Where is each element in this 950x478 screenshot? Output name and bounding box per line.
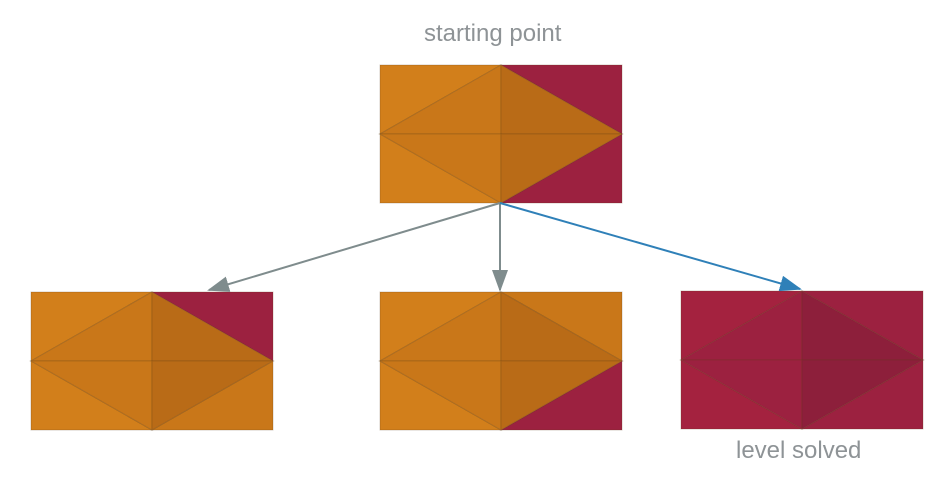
tile-option-middle <box>378 291 624 431</box>
level-solved-caption: level solved <box>736 437 862 464</box>
arrow-to-level-solved <box>499 202 802 292</box>
tile-start <box>378 64 624 204</box>
tile-triangle <box>500 360 624 431</box>
arrow-to-option-left <box>207 202 501 292</box>
tile-option-left <box>29 291 275 431</box>
starting-point-caption: starting point <box>424 20 562 47</box>
tile-triangle <box>500 133 624 204</box>
tile-triangle <box>151 360 275 431</box>
tile-triangle <box>801 359 925 430</box>
tile-level-solved <box>679 290 925 430</box>
